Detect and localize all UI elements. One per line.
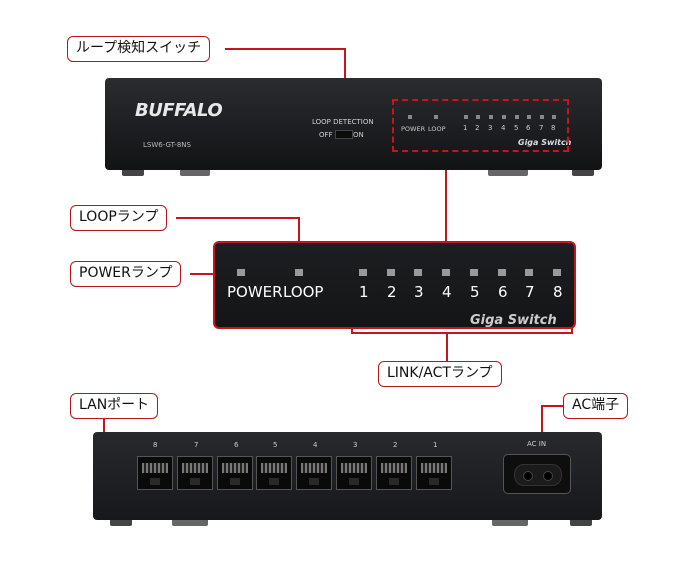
loop-switch-callout: ループ検知スイッチ [67,36,211,62]
port-number: 8 [153,441,158,449]
lan-port-callout: LANポート [70,393,159,419]
port-number: 2 [387,283,397,301]
port-number: 1 [433,441,438,449]
rear-foot-left2 [172,520,208,526]
rear-foot-left [110,520,132,526]
port-number: 5 [470,283,480,301]
link-act-leader [446,332,448,361]
loop-lamp-leader-v [298,217,300,256]
loop-detection-label: LOOP DETECTION [312,118,374,126]
loop-led [434,115,438,119]
port-number: 3 [414,283,424,301]
led-area-highlight [392,99,569,152]
port-number: 4 [442,283,452,301]
loop-led [295,269,303,276]
port-led [515,115,519,119]
on-label: ON [353,131,364,139]
lan-port[interactable] [336,456,372,490]
dash-to-zoom-leader [445,152,447,241]
ac-socket[interactable] [503,454,571,494]
power-led [237,269,245,276]
port-number: 3 [353,441,358,449]
model-number: LSW6-GT-8NS [143,141,191,149]
loop-switch-leader-h [225,48,345,50]
port-led [359,269,367,276]
power-led [408,115,412,119]
link-act-lamp-callout: LINK/ACTランプ [378,361,502,387]
port-led [387,269,395,276]
port-led [502,115,506,119]
port-number: 7 [194,441,199,449]
port-led [527,115,531,119]
port-number: 2 [475,124,480,132]
rear-foot-right2 [570,520,592,526]
port-number: 5 [273,441,278,449]
port-number: 7 [539,124,544,132]
lan-port[interactable] [177,456,213,490]
port-led [470,269,478,276]
port-number: 3 [488,124,493,132]
loop-label: LOOP [428,125,446,133]
loop-lamp-callout: LOOPランプ [70,205,168,231]
port-number: 6 [498,283,508,301]
switch-rear-panel: 8 7 6 5 4 3 2 1 AC IN [93,432,602,520]
port-led [498,269,506,276]
power-label: POWER [227,283,283,301]
port-number: 7 [525,283,535,301]
rear-foot-right [492,520,528,526]
link-act-bracket-bottom [351,332,573,334]
front-foot-right2 [572,170,594,176]
ac-leader-h [541,405,563,407]
port-led [414,269,422,276]
loop-label: LOOP [283,283,324,301]
port-number: 6 [526,124,531,132]
ac-in-label: AC IN [527,440,547,448]
switch-front-panel: BUFFALO LSW6-GT-8NS LOOP DETECTION OFF O… [105,78,602,170]
port-led [476,115,480,119]
port-led [553,269,561,276]
lan-port[interactable] [217,456,253,490]
front-foot-left [122,170,144,176]
giga-switch-label: Giga Switch [470,313,557,328]
power-lamp-callout: POWERランプ [70,261,182,287]
port-number: 8 [551,124,556,132]
loop-detection-switch[interactable] [335,130,353,139]
power-label: POWER [401,125,426,133]
port-led [489,115,493,119]
off-label: OFF [319,131,333,139]
front-foot-left2 [180,170,210,176]
ac-terminal-callout: AC端子 [563,393,629,419]
port-led [552,115,556,119]
port-number: 8 [553,283,563,301]
led-zoom-panel: POWER LOOP 1 2 3 4 5 6 7 8 Giga Switch [213,241,576,329]
front-foot-right [488,170,528,176]
lan-port[interactable] [256,456,292,490]
port-number: 2 [393,441,398,449]
lan-port[interactable] [296,456,332,490]
port-number: 6 [234,441,239,449]
port-number: 4 [313,441,318,449]
port-led [540,115,544,119]
brand-logo: BUFFALO [135,100,223,121]
giga-switch-label: Giga Switch [518,138,572,147]
port-number: 1 [359,283,369,301]
port-led [525,269,533,276]
lan-port[interactable] [137,456,173,490]
port-number: 4 [501,124,506,132]
loop-lamp-leader-h [176,217,300,219]
lan-port[interactable] [376,456,412,490]
lan-port[interactable] [416,456,452,490]
port-number: 1 [463,124,468,132]
port-led [442,269,450,276]
port-number: 5 [514,124,519,132]
port-led [464,115,468,119]
